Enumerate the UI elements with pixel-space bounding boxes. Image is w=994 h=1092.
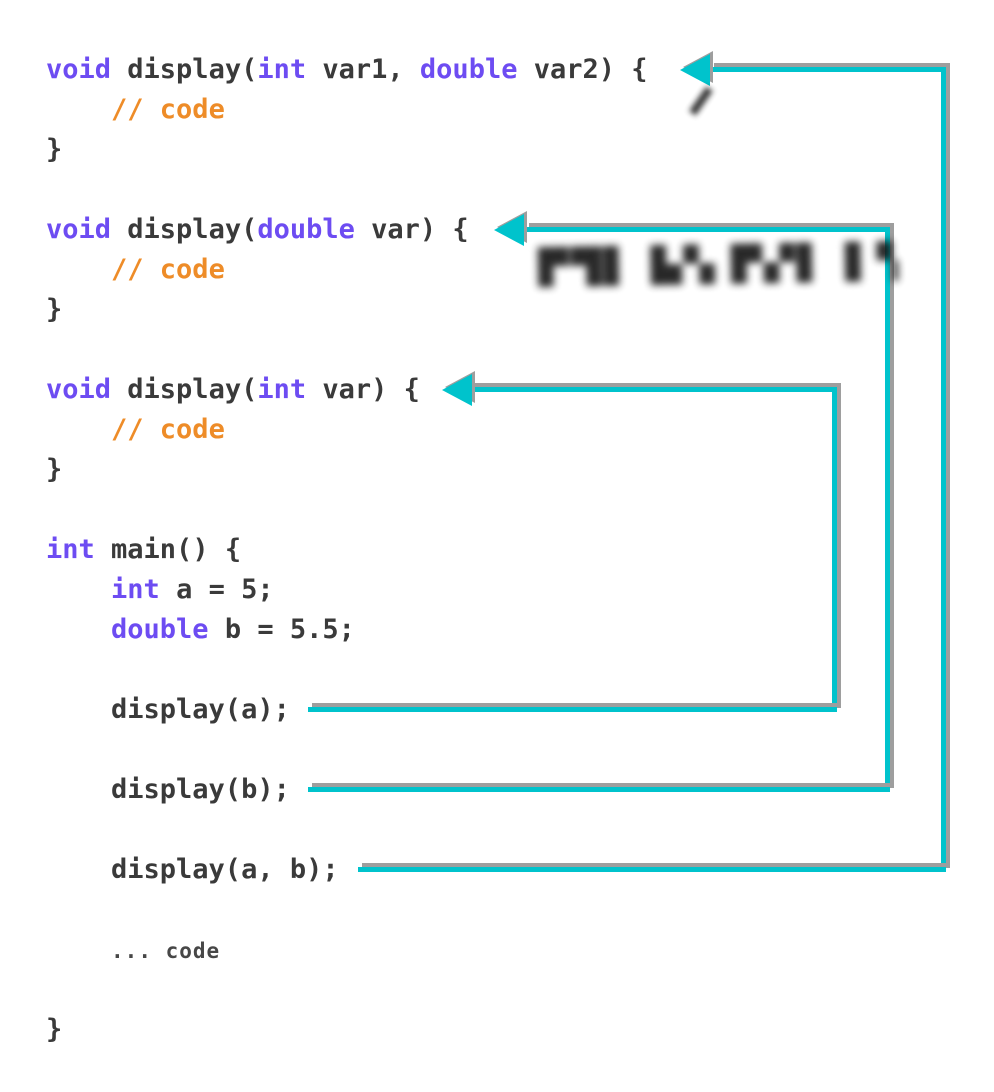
code-line bbox=[46, 330, 648, 370]
code-line bbox=[46, 730, 648, 770]
illegible-handwritten-note: ▛▜▌ ▙▚ ▛▞▌▐ ▚▌ bbox=[537, 240, 899, 288]
code-token-pl: } bbox=[46, 1014, 63, 1045]
code-token-pl: main() { bbox=[94, 534, 242, 565]
code-token-pl: display(a); bbox=[46, 694, 290, 725]
code-token-pl: display(b); bbox=[46, 774, 290, 805]
code-line bbox=[46, 170, 648, 210]
arrow1-vertical-segment bbox=[941, 67, 946, 870]
code-token-pl: display(a, b); bbox=[46, 854, 339, 885]
code-token-pl: var) { bbox=[306, 374, 420, 405]
arrow3-top-segment bbox=[450, 387, 837, 392]
arrow1-bottom-segment bbox=[358, 867, 946, 872]
code-token-kw: int bbox=[257, 374, 307, 405]
code-token-kw: void bbox=[46, 374, 112, 405]
code-token-pl: display( bbox=[111, 214, 258, 245]
code-token-cm: // code bbox=[111, 414, 225, 445]
arrow3-vertical-segment bbox=[832, 387, 837, 712]
code-token-pl: a = 5; bbox=[159, 574, 274, 605]
code-token-kw: void bbox=[46, 54, 112, 85]
code-line: } bbox=[46, 290, 648, 330]
arrow3-bottom-segment bbox=[308, 707, 837, 712]
code-line: int a = 5; bbox=[46, 570, 648, 610]
code-line: ... code bbox=[46, 930, 648, 970]
code-token-cm: // code bbox=[111, 254, 225, 285]
code-line bbox=[46, 650, 648, 690]
code-token-pl: } bbox=[46, 294, 63, 325]
code-line: // code bbox=[46, 250, 648, 290]
code-token-pl bbox=[46, 614, 111, 645]
code-line bbox=[46, 890, 648, 930]
code-line: void display(int var) { bbox=[46, 370, 648, 410]
arrow2-top-segment bbox=[525, 227, 890, 232]
arrow2-bottom-segment bbox=[308, 787, 890, 792]
code-line bbox=[46, 490, 648, 530]
code-token-pl: var) { bbox=[354, 214, 469, 245]
code-token-pl: b = 5.5; bbox=[208, 614, 355, 645]
code-token-pl bbox=[46, 574, 111, 605]
code-token-pl: var1, bbox=[306, 54, 420, 85]
arrow3-left-arrowhead-icon bbox=[442, 374, 472, 406]
code-token-cm: // code bbox=[111, 94, 225, 125]
arrow1-left-arrowhead-icon bbox=[680, 54, 710, 86]
code-line: display(a); bbox=[46, 690, 648, 730]
code-line bbox=[46, 970, 648, 1010]
code-line: } bbox=[46, 1010, 648, 1050]
code-line: display(b); bbox=[46, 770, 648, 810]
code-line bbox=[46, 810, 648, 850]
arrow2-left-arrowhead-icon bbox=[494, 214, 524, 246]
code-token-pl bbox=[46, 414, 111, 445]
code-line: } bbox=[46, 130, 648, 170]
code-token-pl: } bbox=[46, 454, 63, 485]
code-token-pl: var2) { bbox=[517, 54, 648, 85]
code-token-pl bbox=[46, 94, 111, 125]
code-token-kw: double bbox=[111, 614, 209, 645]
code-token-dim: ... code bbox=[111, 939, 221, 963]
code-token-kw: int bbox=[257, 54, 307, 85]
code-token-pl: display( bbox=[111, 374, 258, 405]
code-line: void display(double var) { bbox=[46, 210, 648, 250]
code-token-kw: void bbox=[46, 214, 112, 245]
code-token-pl: display( bbox=[111, 54, 258, 85]
arrow2-vertical-segment bbox=[885, 227, 890, 792]
code-line: int main() { bbox=[46, 530, 648, 570]
arrow1-top-segment bbox=[710, 67, 946, 72]
code-token-pl bbox=[46, 934, 111, 965]
ink-smudge bbox=[689, 86, 713, 116]
code-token-kw: double bbox=[257, 214, 355, 245]
code-line: // code bbox=[46, 410, 648, 450]
code-line: // code bbox=[46, 90, 648, 130]
code-token-kw: int bbox=[111, 574, 160, 605]
code-token-kw: double bbox=[419, 54, 518, 85]
code-block: void display(int var1, double var2) { //… bbox=[46, 50, 648, 1050]
code-token-pl: } bbox=[46, 134, 63, 165]
code-line: double b = 5.5; bbox=[46, 610, 648, 650]
code-token-kw: int bbox=[46, 534, 95, 565]
code-line: } bbox=[46, 450, 648, 490]
code-token-pl bbox=[46, 254, 111, 285]
code-line: void display(int var1, double var2) { bbox=[46, 50, 648, 90]
code-line: display(a, b); bbox=[46, 850, 648, 890]
